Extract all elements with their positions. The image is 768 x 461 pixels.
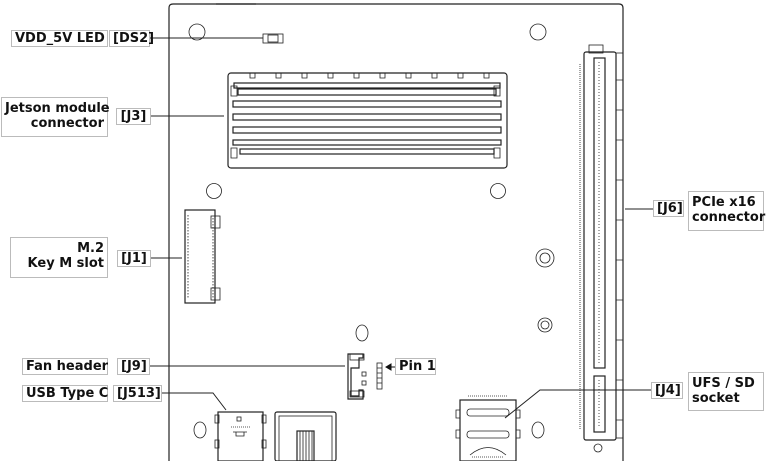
label-ufs-sd-socket: UFS / SD socket (688, 372, 764, 411)
ref-j4: [J4] (651, 382, 683, 399)
vdd-5v-led-text: VDD_5V LED (15, 31, 105, 46)
label-vdd-5v-led: VDD_5V LED (11, 30, 108, 47)
pcie-x16-j6 (579, 44, 624, 441)
pin1-arrow-icon (385, 363, 395, 371)
ref-j9: [J9] (117, 358, 150, 375)
ref-ds2: [DS2] (109, 30, 154, 47)
ufs-sd-socket-j4 (455, 395, 521, 461)
label-usb-type-c: USB Type C (22, 385, 108, 402)
ufs-label-line1: UFS / SD (692, 376, 755, 391)
pcie-label-line2: connector (692, 210, 766, 225)
led-ds2 (262, 33, 284, 44)
m2-label-line1: M.2 (77, 241, 104, 256)
ref-j6: [J6] (653, 200, 684, 217)
label-fan-header: Fan header (22, 358, 108, 375)
label-pcie-x16-connector: PCIe x16 connector (688, 191, 766, 231)
ref-j513: [J513] (113, 385, 162, 402)
pcie-label-line1: PCIe x16 (692, 195, 756, 210)
label-jetson-module-connector: Jetson module connector (1, 97, 110, 137)
m2-slot-j1 (184, 209, 221, 304)
jetson-label-line1: Jetson module (5, 101, 110, 116)
ufs-label-line2: socket (692, 391, 740, 406)
mounting-holes (188, 23, 603, 453)
ref-j1: [J1] (117, 250, 151, 267)
label-m2-key-m-slot: M.2 Key M slot (10, 237, 108, 278)
board-outline (168, 3, 624, 461)
ethernet-jack (274, 411, 337, 461)
ref-j3: [J3] (116, 108, 151, 125)
fan-header-j9 (347, 353, 383, 400)
jetson-connector-j3 (227, 72, 508, 169)
m2-label-line2: Key M slot (27, 256, 104, 271)
label-pin-1: Pin 1 (395, 358, 436, 375)
jetson-label-line2: connector (30, 116, 104, 131)
usb-type-c-j513 (214, 411, 267, 461)
